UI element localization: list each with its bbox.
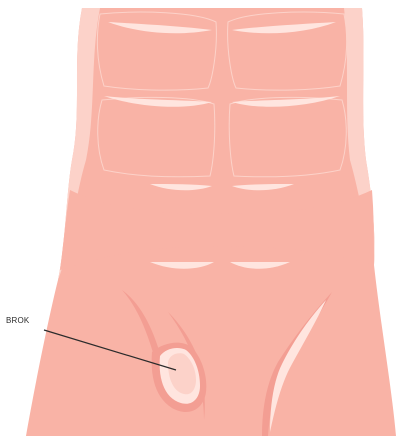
hernia-label: BROK [6, 316, 30, 325]
abdominal-segment-mid-left [98, 97, 215, 176]
abdominal-segment-mid-right [229, 97, 346, 176]
